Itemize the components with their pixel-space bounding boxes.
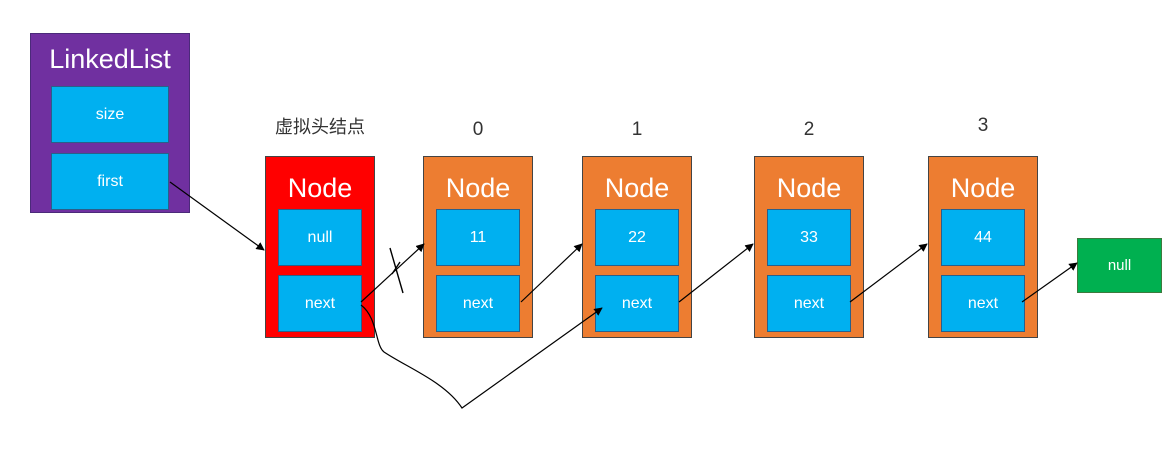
node-next-field: next [595,275,679,332]
next-arrow [849,243,928,303]
list-node: Node 33 next [754,156,864,338]
first-pointer-arrow [169,181,265,251]
next-arrow [520,243,583,303]
node-index-label: 2 [803,119,815,140]
node-value-field: 11 [436,209,520,266]
node-title: Node [950,173,1016,203]
next-arrow [678,243,754,303]
cut-mark-icon [389,247,404,294]
node-title: Node [776,173,842,203]
node-next-field: next [767,275,851,332]
bypass-next-arrow [360,304,603,409]
next-arrow-to-null [1021,262,1078,303]
node-next-field: next [941,275,1025,332]
first-field: first [51,153,169,210]
node-title: Node [287,173,353,203]
size-field: size [51,86,169,143]
node-value-field: 33 [767,209,851,266]
node-title: Node [445,173,511,203]
node-next-field: next [436,275,520,332]
dummy-head-caption: 虚拟头结点 [275,117,365,138]
node-value-field: 22 [595,209,679,266]
dummy-head-node: Node null next [265,156,375,338]
node-value-field: 44 [941,209,1025,266]
node-index-label: 1 [631,119,643,140]
node-next-field: next [278,275,362,332]
node-index-label: 3 [977,115,989,136]
node-value-field: null [278,209,362,266]
list-node: Node 44 next [928,156,1038,338]
linkedlist-object: LinkedList size first [30,33,190,213]
node-index-label: 0 [472,119,484,140]
node-title: Node [604,173,670,203]
linkedlist-title: LinkedList [49,44,171,74]
